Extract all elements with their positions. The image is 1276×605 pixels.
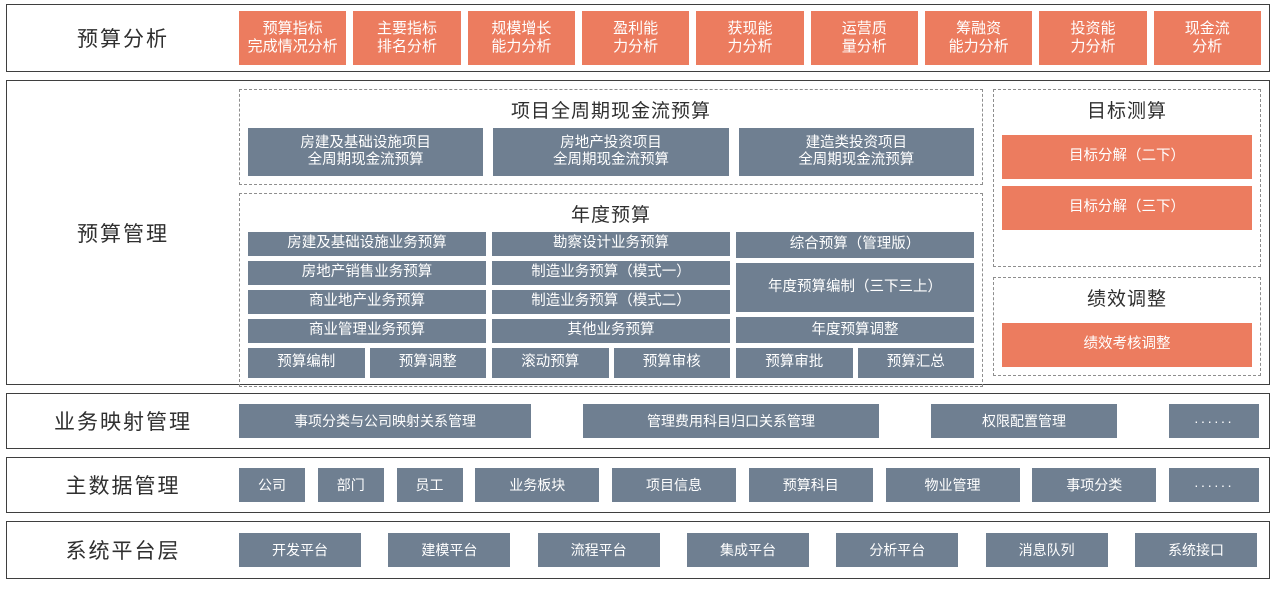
group-title-annual-budget: 年度预算 <box>570 205 651 226</box>
annual-budget-footer-group-3: 预算审批 预算汇总 <box>736 348 974 378</box>
section-label-budget-management: 预算管理 <box>77 222 169 246</box>
section-label-business-mapping-management: 业务映射管理 <box>54 411 192 434</box>
section-business-mapping-management: 业务映射管理 事项分类与公司映射关系管理 管理费用科目归口关系管理 权限配置管理… <box>6 393 1270 449</box>
tile-item-category-company-mapping-management[interactable]: 事项分类与公司映射关系管理 <box>239 404 531 438</box>
tile-budget-summary[interactable]: 预算汇总 <box>857 348 974 378</box>
annual-budget-column-1: 房建及基础设施业务预算 房地产销售业务预算 商业地产业务预算 商业管理业务预算 <box>248 232 486 343</box>
section-label-master-data-management: 主数据管理 <box>65 475 181 498</box>
tile-master-data-more-ellipsis[interactable]: ······ <box>1169 468 1259 502</box>
annual-budget-footer-group-2: 滚动预算 预算审核 <box>492 348 730 378</box>
tile-business-segment[interactable]: 业务板块 <box>475 468 600 502</box>
group-annual-budget: 年度预算 房建及基础设施业务预算 房地产销售业务预算 商业地产业务预算 商业管理… <box>239 193 983 387</box>
tile-scale-growth-capability-analysis[interactable]: 规模增长 能力分析 <box>467 11 575 65</box>
tile-annual-budget-adjustment[interactable]: 年度预算调整 <box>736 317 974 343</box>
tile-project-information[interactable]: 项目信息 <box>612 468 736 502</box>
tile-performance-appraisal-adjustment[interactable]: 绩效考核调整 <box>1002 323 1252 367</box>
tile-survey-design-business-budget[interactable]: 勘察设计业务预算 <box>492 232 730 256</box>
annual-budget-footer-group-1: 预算编制 预算调整 <box>248 348 486 378</box>
tile-budget-indicator-completion-analysis[interactable]: 预算指标 完成情况分析 <box>239 11 347 65</box>
group-performance-adjustment: 绩效调整 绩效考核调整 <box>993 277 1261 376</box>
tile-operating-quality-analysis[interactable]: 运营质 量分析 <box>810 11 918 65</box>
annual-budget-grid: 房建及基础设施业务预算 房地产销售业务预算 商业地产业务预算 商业管理业务预算 … <box>248 232 974 378</box>
tile-budget-preparation[interactable]: 预算编制 <box>248 348 365 378</box>
section-system-platform-layer: 系统平台层 开发平台 建模平台 流程平台 集成平台 分析平台 消息队列 系统接口 <box>6 521 1270 579</box>
system-platform-tile-group: 开发平台 建模平台 流程平台 集成平台 分析平台 消息队列 系统接口 <box>239 522 1269 578</box>
tile-target-decomposition-three-down[interactable]: 目标分解（三下） <box>1002 186 1252 230</box>
tile-key-indicator-ranking-analysis[interactable]: 主要指标 排名分析 <box>353 11 461 65</box>
section-label-system-platform-layer: 系统平台层 <box>65 540 181 563</box>
tile-housing-infrastructure-business-budget[interactable]: 房建及基础设施业务预算 <box>248 232 486 256</box>
tile-employee[interactable]: 员工 <box>396 468 463 502</box>
budget-management-right-column: 目标测算 目标分解（二下） 目标分解（三下） 绩效调整 绩效考核调整 <box>993 89 1261 376</box>
tile-budget-review[interactable]: 预算审核 <box>613 348 730 378</box>
group-target-calculation: 目标测算 目标分解（二下） 目标分解（三下） <box>993 89 1261 267</box>
business-mapping-tile-group: 事项分类与公司映射关系管理 管理费用科目归口关系管理 权限配置管理 ······ <box>239 394 1269 448</box>
tile-department[interactable]: 部门 <box>317 468 384 502</box>
tile-process-platform[interactable]: 流程平台 <box>537 533 660 567</box>
annual-budget-main-columns: 房建及基础设施业务预算 房地产销售业务预算 商业地产业务预算 商业管理业务预算 … <box>248 232 974 343</box>
tile-modeling-platform[interactable]: 建模平台 <box>388 533 511 567</box>
tile-comprehensive-budget-management-edition[interactable]: 综合预算（管理版） <box>736 232 974 258</box>
tile-commercial-management-business-budget[interactable]: 商业管理业务预算 <box>248 319 486 343</box>
tile-real-estate-sales-business-budget[interactable]: 房地产销售业务预算 <box>248 261 486 285</box>
tile-item-category[interactable]: 事项分类 <box>1032 468 1157 502</box>
tile-financing-capability-analysis[interactable]: 筹融资 能力分析 <box>924 11 1033 65</box>
tile-other-business-budget[interactable]: 其他业务预算 <box>492 319 730 343</box>
tile-budget-approval[interactable]: 预算审批 <box>736 348 853 378</box>
group-title-performance-adjustment: 绩效调整 <box>1086 289 1167 310</box>
tile-admin-expense-account-attribution-management[interactable]: 管理费用科目归口关系管理 <box>583 404 879 438</box>
tile-rolling-budget[interactable]: 滚动预算 <box>492 348 609 378</box>
annual-budget-column-3: 综合预算（管理版） 年度预算编制（三下三上） 年度预算调整 <box>736 232 974 343</box>
tile-analytics-platform[interactable]: 分析平台 <box>836 533 959 567</box>
tile-construction-investment-lifecycle-cashflow-budget[interactable]: 建造类投资项目 全周期现金流预算 <box>738 128 974 176</box>
tile-mapping-more-ellipsis[interactable]: ······ <box>1169 404 1259 438</box>
tile-investment-capability-analysis[interactable]: 投资能 力分析 <box>1039 11 1147 65</box>
tile-annual-budget-preparation-three-down-three-up[interactable]: 年度预算编制（三下三上） <box>736 262 974 313</box>
tile-system-interface[interactable]: 系统接口 <box>1134 533 1257 567</box>
tile-company[interactable]: 公司 <box>239 468 305 502</box>
budget-analysis-tile-group: 预算指标 完成情况分析 主要指标 排名分析 规模增长 能力分析 盈利能 力分析 … <box>239 5 1269 71</box>
tile-commercial-property-business-budget[interactable]: 商业地产业务预算 <box>248 290 486 314</box>
tile-property-management[interactable]: 物业管理 <box>885 468 1020 502</box>
group-title-target-calculation: 目标测算 <box>1086 101 1167 122</box>
tile-profitability-analysis[interactable]: 盈利能 力分析 <box>581 11 690 65</box>
section-budget-analysis: 预算分析 预算指标 完成情况分析 主要指标 排名分析 规模增长 能力分析 盈利能… <box>6 4 1270 72</box>
annual-budget-footer-row: 预算编制 预算调整 滚动预算 预算审核 预算审批 预算汇总 <box>248 348 974 378</box>
tile-budget-account[interactable]: 预算科目 <box>748 468 873 502</box>
tile-development-platform[interactable]: 开发平台 <box>239 533 361 567</box>
tile-integration-platform[interactable]: 集成平台 <box>686 533 809 567</box>
tile-permission-configuration-management[interactable]: 权限配置管理 <box>931 404 1117 438</box>
master-data-tile-group: 公司 部门 员工 业务板块 项目信息 预算科目 物业管理 事项分类 ······ <box>239 458 1269 512</box>
tile-cash-flow-analysis[interactable]: 现金流 分析 <box>1153 11 1261 65</box>
tile-manufacturing-business-budget-mode-2[interactable]: 制造业务预算（模式二） <box>492 290 730 314</box>
group-project-lifecycle-cashflow-budget: 项目全周期现金流预算 房建及基础设施项目 全周期现金流预算 房地产投资项目 全周… <box>239 89 983 185</box>
tile-cash-generation-analysis[interactable]: 获现能 力分析 <box>696 11 804 65</box>
tile-housing-infrastructure-lifecycle-cashflow-budget[interactable]: 房建及基础设施项目 全周期现金流预算 <box>248 128 484 176</box>
section-label-budget-analysis: 预算分析 <box>77 28 169 51</box>
annual-budget-column-2: 勘察设计业务预算 制造业务预算（模式一） 制造业务预算（模式二） 其他业务预算 <box>492 232 730 343</box>
tile-budget-adjustment[interactable]: 预算调整 <box>369 348 486 378</box>
tile-message-queue[interactable]: 消息队列 <box>985 533 1108 567</box>
budget-management-left-column: 项目全周期现金流预算 房建及基础设施项目 全周期现金流预算 房地产投资项目 全周… <box>239 89 983 387</box>
section-budget-management: 预算管理 项目全周期现金流预算 房建及基础设施项目 全周期现金流预算 房地产投资… <box>6 80 1270 387</box>
section-master-data-management: 主数据管理 公司 部门 员工 业务板块 项目信息 预算科目 物业管理 事项分类 … <box>6 457 1270 513</box>
group-title-project-lifecycle-cashflow-budget: 项目全周期现金流预算 <box>510 101 711 122</box>
tile-real-estate-investment-lifecycle-cashflow-budget[interactable]: 房地产投资项目 全周期现金流预算 <box>493 128 729 176</box>
budget-management-body: 项目全周期现金流预算 房建及基础设施项目 全周期现金流预算 房地产投资项目 全周… <box>239 81 1269 387</box>
tile-target-decomposition-two-down[interactable]: 目标分解（二下） <box>1002 135 1252 179</box>
tile-manufacturing-business-budget-mode-1[interactable]: 制造业务预算（模式一） <box>492 261 730 285</box>
project-lifecycle-tile-group: 房建及基础设施项目 全周期现金流预算 房地产投资项目 全周期现金流预算 建造类投… <box>248 128 974 176</box>
